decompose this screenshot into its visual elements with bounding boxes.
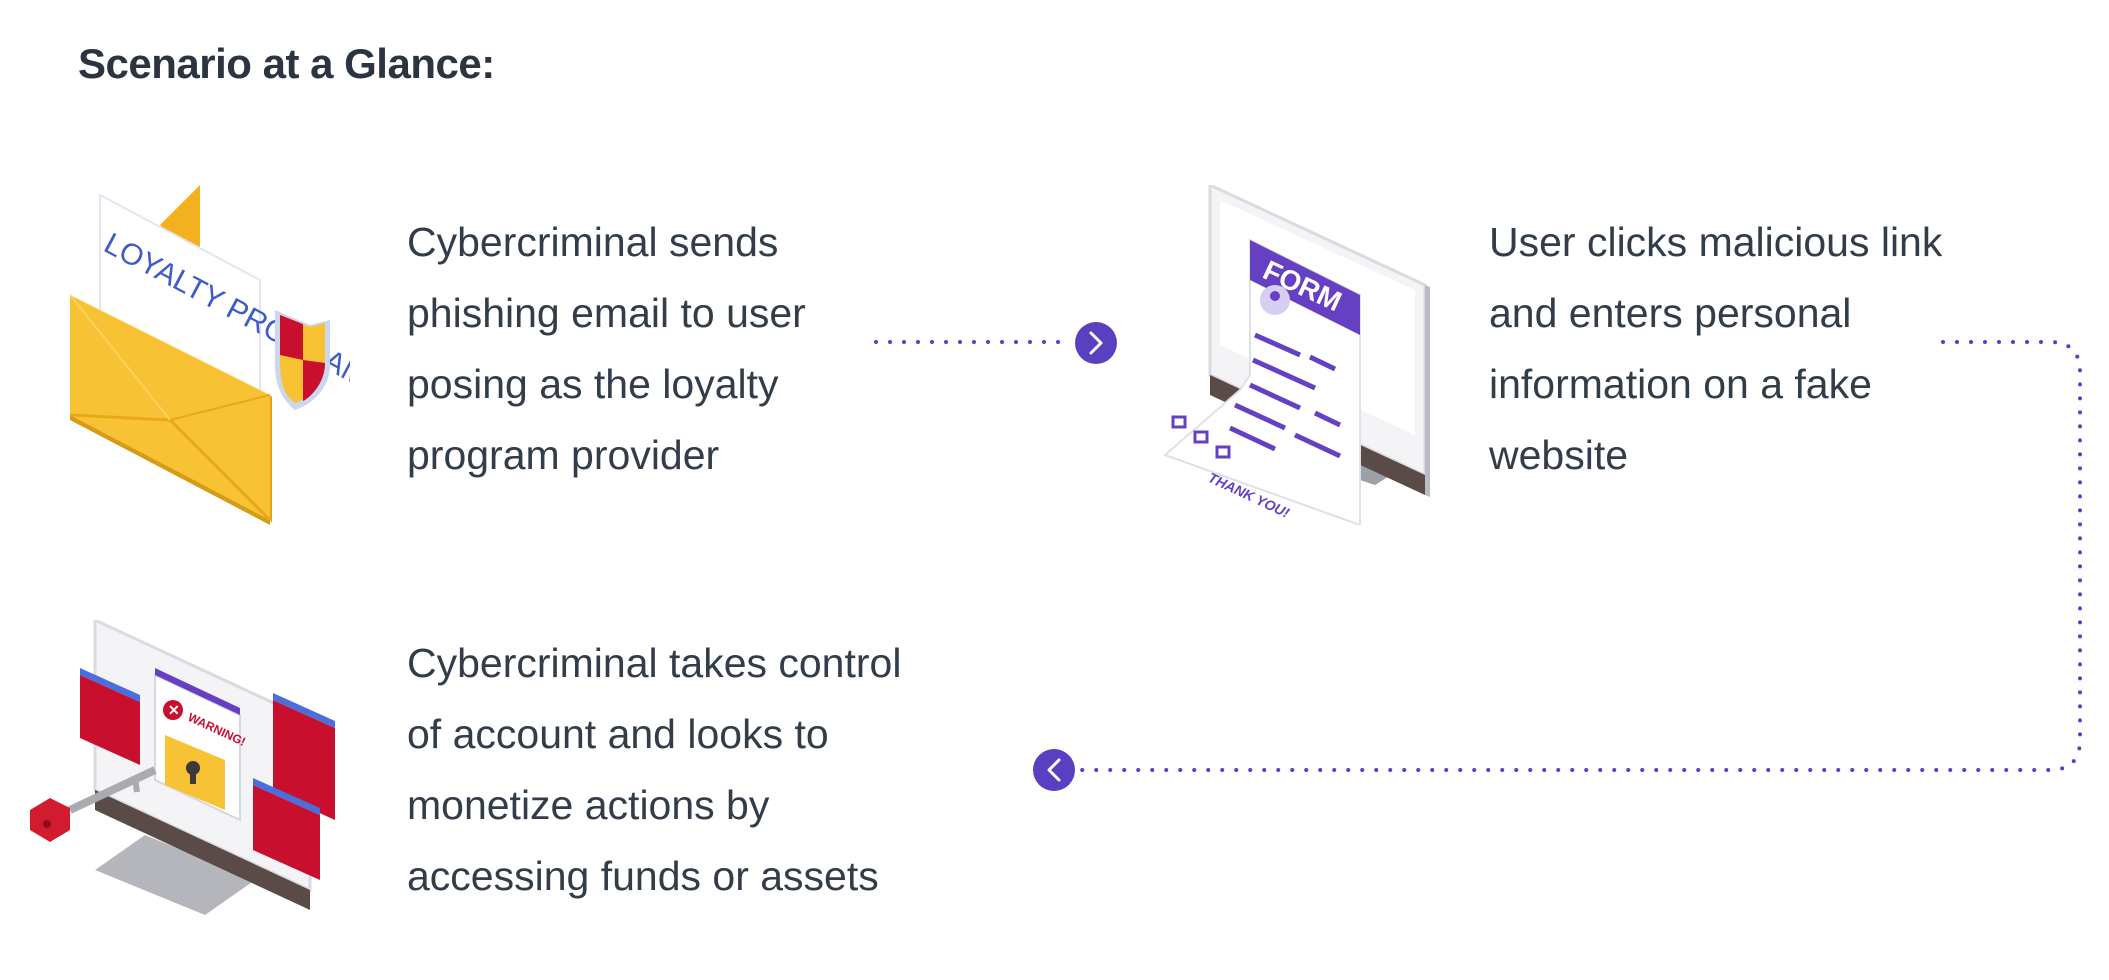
loyalty-email-icon: LOYALTY PROGRAM xyxy=(70,185,350,525)
key-icon xyxy=(30,766,157,842)
hacked-monitor-icon: ✕ WARNING! xyxy=(30,620,335,915)
connector-2-3 xyxy=(1078,340,2082,772)
chevron-left-icon xyxy=(1033,749,1075,791)
shield-icon xyxy=(275,310,330,410)
chevron-right-icon xyxy=(1075,322,1117,364)
step-2-description: User clicks malicious link and enters pe… xyxy=(1489,219,1943,478)
fake-form-monitor-icon: FORM THANK YOU! xyxy=(1163,185,1430,525)
page-title: Scenario at a Glance: xyxy=(78,40,495,87)
step-1-description: Cybercriminal sends phishing email to us… xyxy=(407,219,806,478)
step-3-description: Cybercriminal takes control of account a… xyxy=(407,640,902,899)
svg-text:✕: ✕ xyxy=(168,702,180,718)
